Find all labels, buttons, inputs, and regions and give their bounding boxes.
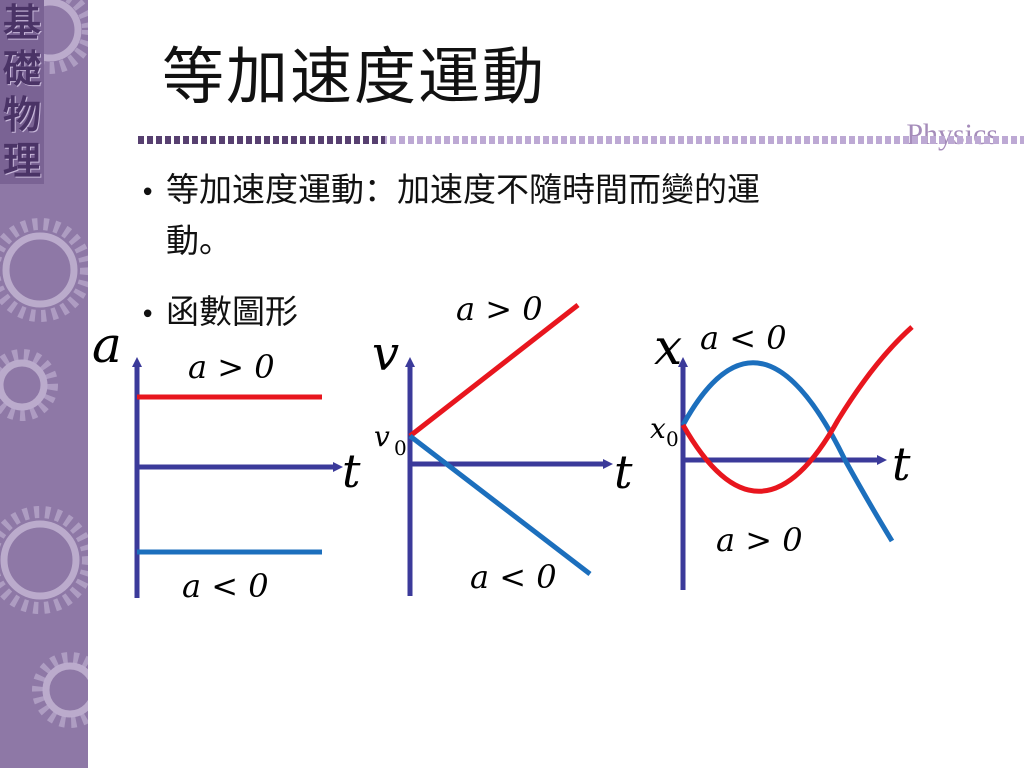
sidebar: 基 礎 物 理: [0, 0, 88, 768]
x0-subscript: 0: [666, 427, 679, 451]
bullet-dot-icon: •: [140, 300, 156, 330]
bullet-text-continued: 動。: [166, 221, 232, 260]
t-axis-label: t: [614, 445, 633, 499]
a-axis-label: a: [92, 316, 122, 374]
x-negative-label: a < 0: [700, 319, 787, 357]
graph-x-t: x t x 0 a < 0 a > 0: [650, 318, 914, 590]
bullet-item: • 函數圖形: [140, 288, 298, 339]
gear-icon: [2, 232, 78, 308]
v-negative-label: a < 0: [470, 558, 557, 596]
x-axis-label: x: [654, 318, 682, 376]
a-positive-label: a > 0: [188, 348, 275, 386]
x-positive-label: a > 0: [716, 521, 803, 559]
v0-label: v: [374, 420, 390, 453]
sidebar-char: 理: [2, 139, 41, 183]
v-axis-label: v: [372, 326, 399, 382]
gear-icon: [0, 359, 48, 411]
title-divider: [138, 136, 1024, 144]
bullet-item: • 等加速度運動：加速度不隨時間而變的運 動。: [140, 166, 760, 265]
graph-v-t: v t v 0 a > 0 a < 0: [372, 290, 633, 596]
slide-title: 等加速度運動: [162, 40, 547, 113]
a-negative-label: a < 0: [182, 567, 269, 605]
v-negative-line: [408, 434, 592, 576]
bullet-text: 等加速度運動：加速度不隨時間而變的運: [166, 170, 760, 209]
v-positive-line: [408, 303, 580, 438]
sidebar-label: 基 礎 物 理: [0, 0, 44, 184]
sidebar-char: 礎: [2, 47, 41, 91]
bullet-dot-icon: •: [140, 178, 156, 208]
gear-icon: [42, 662, 88, 718]
gear-icon: [0, 520, 80, 600]
sidebar-char: 物: [2, 93, 41, 137]
title-divider-accent: [138, 136, 385, 144]
x-negative-curve: [680, 360, 895, 543]
t-axis-label: t: [892, 437, 911, 491]
x-positive-curve: [680, 325, 914, 494]
bullet-text: 函數圖形: [166, 292, 298, 331]
graph-a-t: a t a > 0 a < 0: [92, 316, 361, 605]
gear-decoration: [0, 0, 88, 728]
t-axis-label: t: [342, 444, 361, 498]
x0-label: x: [650, 412, 666, 445]
v-positive-label: a > 0: [456, 290, 543, 328]
v0-subscript: 0: [394, 436, 407, 460]
brand-label: Physics: [906, 118, 998, 151]
sidebar-char: 基: [2, 1, 41, 45]
